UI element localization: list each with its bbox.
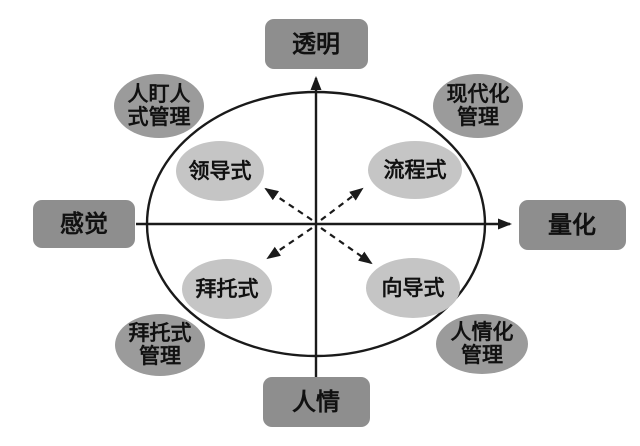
outer-ellipse-top-right-shape — [433, 74, 523, 138]
axis-label-right: 量化 — [548, 211, 596, 239]
inner-ellipse-bottom-left-label: 拜托式 — [196, 277, 259, 301]
inner-ellipse-top-right: 流程式 — [368, 141, 462, 199]
outer-ellipse-top-left-shape — [114, 74, 204, 138]
outer-ellipse-bottom-left-line1: 拜托式 — [129, 321, 192, 345]
axis-box-bottom: 人情 — [263, 377, 370, 427]
inner-ellipse-bottom-right: 向导式 — [366, 258, 460, 318]
outer-ellipse-top-left-line2: 式管理 — [128, 105, 191, 129]
outer-ellipse-bottom-left-shape — [115, 314, 205, 376]
outer-ellipse-top-right-line2: 管理 — [457, 105, 499, 129]
outer-ellipse-bottom-right: 人情化 管理 — [436, 314, 528, 374]
inner-ellipse-top-left-shape — [176, 141, 264, 201]
axis-box-left: 感觉 — [33, 200, 135, 248]
outer-ellipse-top-right-line1: 现代化 — [447, 82, 510, 106]
outer-ellipse-bottom-right-line2: 管理 — [461, 343, 503, 367]
outer-ellipse-bottom-right-line1: 人情化 — [451, 320, 514, 344]
axis-label-left: 感觉 — [60, 210, 108, 238]
inner-ellipse-bottom-right-shape — [366, 258, 460, 318]
dashed-arrow-to-top-left — [264, 187, 313, 221]
inner-ellipse-bottom-right-label: 向导式 — [382, 276, 445, 300]
axis-box-top: 透明 — [265, 19, 368, 69]
inner-ellipse-top-left: 领导式 — [176, 141, 264, 201]
axis-box-left-rect — [33, 200, 135, 248]
axis-label-top: 透明 — [292, 31, 340, 58]
outer-ellipse-bottom-left-line2: 管理 — [139, 344, 181, 368]
dashed-arrow-to-bottom-left — [266, 227, 313, 260]
inner-ellipse-top-right-label: 流程式 — [384, 158, 447, 182]
outer-ellipse-top-right: 现代化 管理 — [433, 74, 523, 138]
outer-ellipse-top-left: 人盯人 式管理 — [114, 74, 204, 138]
axis-box-right: 量化 — [519, 200, 626, 250]
outer-ellipse-top-left-line1: 人盯人 — [128, 82, 191, 106]
axis-box-bottom-rect — [263, 377, 370, 427]
inner-ellipse-top-left-label: 领导式 — [189, 159, 252, 183]
inner-ellipse-bottom-left-shape — [182, 259, 272, 319]
outer-ellipse-bottom-right-shape — [436, 314, 528, 374]
axis-box-right-rect — [519, 200, 626, 250]
axis-label-bottom: 人情 — [292, 389, 340, 416]
axis-box-top-rect — [265, 19, 368, 69]
dashed-arrow-to-bottom-right — [320, 227, 373, 265]
outer-ellipse-bottom-left: 拜托式 管理 — [115, 314, 205, 376]
dashed-arrow-to-top-right — [320, 187, 364, 221]
inner-ellipse-top-right-shape — [368, 141, 462, 199]
inner-ellipse-bottom-left: 拜托式 — [182, 259, 272, 319]
